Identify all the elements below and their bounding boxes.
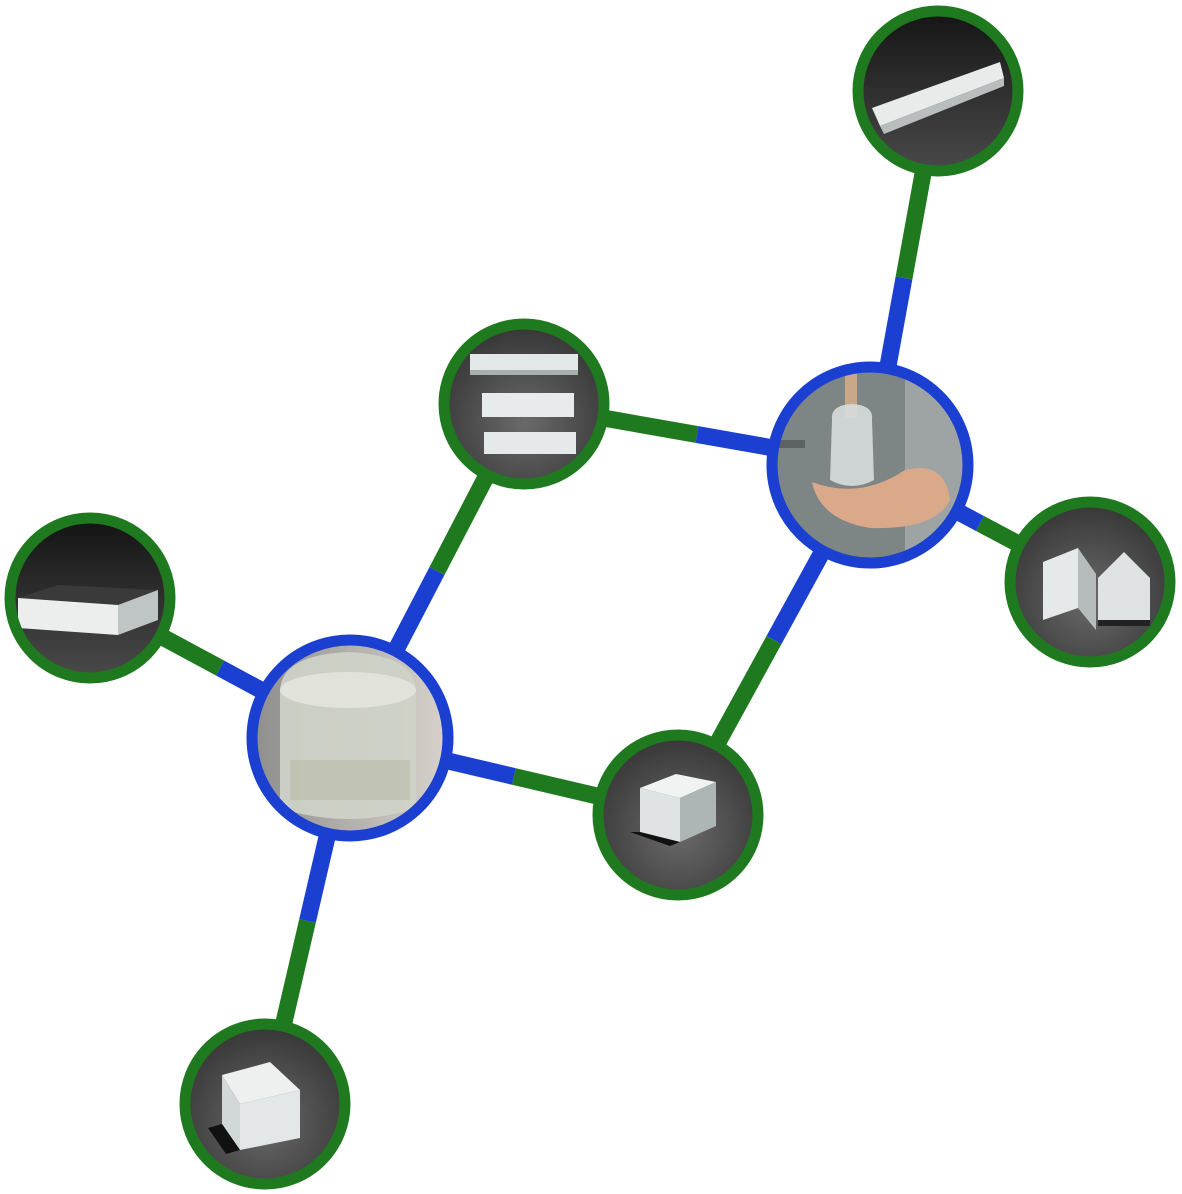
node-ring-outer: [179, 1018, 351, 1190]
node-two-prisms-right: [1004, 496, 1176, 668]
edges: [85, 89, 1094, 1106]
node-long-wedge: [852, 5, 1024, 177]
node-ring-outer: [852, 5, 1024, 177]
node-hand-crystal: [766, 361, 974, 569]
node-ring-inner: [766, 361, 974, 569]
node-three-plates: [438, 318, 610, 490]
node-ring-inner: [246, 634, 454, 842]
node-boule: [246, 634, 454, 842]
node-ring-outer: [592, 729, 764, 901]
node-ring-outer: [1004, 496, 1176, 668]
node-cube: [592, 729, 764, 901]
node-two-blocks: [4, 512, 176, 684]
node-ring-outer: [4, 512, 176, 684]
node-prism-cube: [179, 1018, 351, 1190]
node-ring-outer: [438, 318, 610, 490]
